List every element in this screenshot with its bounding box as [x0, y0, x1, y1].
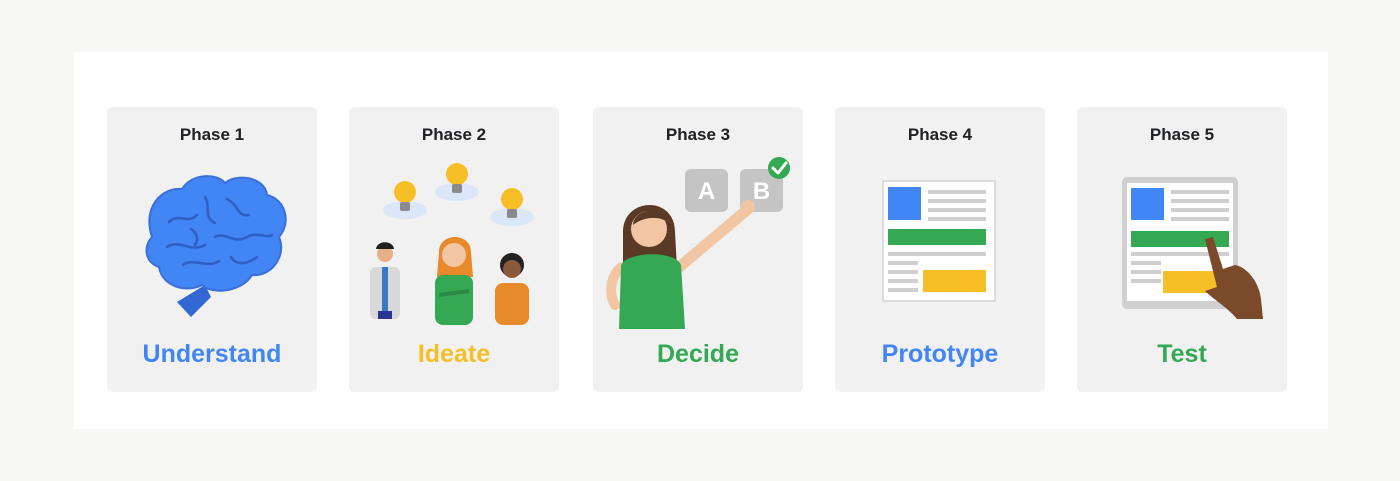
phase-label: Phase 5 — [1149, 125, 1215, 144]
phase-label: Phase 3 — [665, 125, 731, 144]
phase-name: Decide — [657, 340, 739, 368]
phase-name: Understand — [142, 340, 282, 368]
phase-card-decide: Phase 3 A B Decide — [593, 107, 803, 392]
phase-label: Phase 1 — [179, 125, 245, 144]
phase-label: Phase 2 — [421, 125, 487, 144]
phase-card-understand: Phase 1 Understand — [107, 107, 317, 392]
lightbulb-icon — [446, 163, 468, 193]
phase-name: Prototype — [881, 340, 999, 368]
hand-pointer-icon — [1205, 237, 1263, 319]
phase-name: Test — [1157, 340, 1207, 368]
check-icon — [768, 157, 790, 179]
design-sprint-panel: Phase 1 Understand Phase 2 — [74, 52, 1328, 429]
lightbulb-icon — [501, 188, 523, 218]
decision-ab-icon: A B — [606, 157, 790, 329]
document-layout-icon — [882, 180, 996, 302]
option-b-text: B — [753, 178, 770, 205]
phase-card-ideate: Phase 2 — [349, 107, 559, 392]
option-a-box — [685, 169, 728, 212]
phase-name: Ideate — [417, 340, 491, 368]
phase-card-prototype: Phase 4 Prototype — [835, 107, 1045, 392]
team-ideas-icon — [370, 163, 534, 325]
brain-icon — [145, 175, 287, 317]
phase-card-test: Phase 5 Test — [1077, 107, 1287, 392]
tap-test-icon — [1122, 177, 1263, 319]
option-a-text: A — [698, 178, 715, 205]
lightbulb-icon — [394, 181, 416, 211]
phase-label: Phase 4 — [907, 125, 973, 144]
